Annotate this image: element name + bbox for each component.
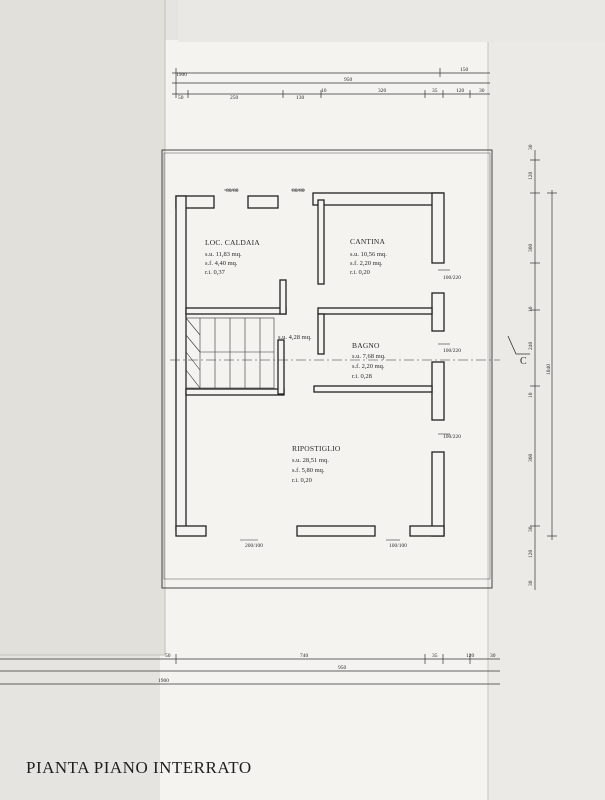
- section-marker: C: [520, 356, 527, 367]
- room-su-disimpegno: s.u. 4,28 mq.: [278, 334, 312, 341]
- dim-top-320: 320: [378, 88, 387, 94]
- room-ri-ripostiglio: r.i. 0,20: [292, 477, 312, 484]
- svg-text:30: 30: [528, 580, 534, 586]
- dim-bottom-1900: 1900: [158, 678, 169, 684]
- opening-1: 80/80: [226, 188, 239, 194]
- dim-1900-top: 1900: [176, 72, 187, 78]
- section-arrow-icon: [507, 335, 530, 355]
- dim-bottom-740: 740: [300, 653, 309, 659]
- room-su-caldaia: s.u. 11,83 mq.: [205, 251, 242, 258]
- svg-text:30: 30: [528, 144, 534, 150]
- bottom-dimension-lines: [0, 654, 500, 685]
- opening-6: 200/100: [245, 543, 263, 549]
- opening-7: 100/100: [389, 543, 407, 549]
- room-sf-cantina: s.f. 2,20 mq.: [350, 260, 383, 267]
- dim-top-30: 30: [479, 88, 485, 94]
- dim-top-130: 130: [296, 95, 305, 101]
- right-sheet-fold: [488, 40, 605, 800]
- svg-text:240: 240: [528, 342, 534, 351]
- svg-text:300: 300: [528, 244, 534, 253]
- room-ri-caldaia: r.i. 0,37: [205, 269, 226, 276]
- dim-bottom-30: 30: [490, 653, 496, 659]
- svg-text:1040: 1040: [546, 364, 552, 375]
- svg-text:120: 120: [528, 550, 534, 559]
- room-ri-bagno: r.i. 0,28: [352, 373, 372, 380]
- svg-text:10: 10: [528, 392, 534, 398]
- svg-text:120: 120: [528, 172, 534, 181]
- dim-top-50: 50: [178, 95, 184, 101]
- plan-title: PIANTA PIANO INTERRATO: [26, 758, 252, 777]
- opening-5: 100/220: [443, 434, 461, 440]
- plan-frame-outer: [161, 149, 493, 589]
- room-name-bagno: BAGNO: [352, 341, 380, 350]
- dim-top-35: 35: [432, 88, 438, 94]
- svg-text:30: 30: [528, 526, 534, 532]
- dim-150-top: 150: [460, 67, 469, 73]
- room-su-cantina: s.u. 10,56 mq.: [350, 251, 387, 258]
- dim-950-top: 950: [344, 77, 353, 83]
- room-ri-cantina: r.i. 0,20: [350, 269, 370, 276]
- dim-bottom-950: 950: [338, 665, 347, 671]
- dim-top-10: 10: [321, 88, 327, 94]
- dim-top-250: 250: [230, 95, 239, 101]
- room-su-ripostiglio: s.u. 28,51 mq.: [292, 457, 329, 464]
- right-dimension-labels: 30 120 300 10 240 10 360 30 120 30 1040: [528, 144, 552, 586]
- dim-bottom-50: 50: [165, 653, 171, 659]
- top-dimension-lines: [172, 68, 490, 98]
- room-sf-ripostiglio: s.f. 5,80 mq.: [292, 467, 325, 474]
- room-sf-caldaia: s.f. 4,40 mq.: [205, 260, 238, 267]
- room-su-bagno: s.u. 7,68 mq.: [352, 353, 386, 360]
- overlay-sheet: [0, 0, 165, 655]
- room-name-ripostiglio: RIPOSTIGLIO: [292, 444, 341, 453]
- room-name-cantina: CANTINA: [350, 237, 386, 246]
- room-name-caldaia: LOC. CALDAIA: [205, 238, 260, 247]
- opening-4: 100/220: [443, 348, 461, 354]
- right-dimension-lines: [530, 150, 557, 590]
- window-marks: [224, 189, 450, 541]
- stairs: [185, 317, 275, 389]
- svg-text:10: 10: [528, 306, 534, 312]
- walls: [175, 192, 445, 537]
- dim-top-120: 120: [456, 88, 465, 94]
- opening-3: 100/220: [443, 275, 461, 281]
- room-sf-bagno: s.f. 2,20 mq.: [352, 363, 385, 370]
- dim-bottom-35: 35: [432, 653, 438, 659]
- opening-2: 80/80: [292, 188, 305, 194]
- svg-text:360: 360: [528, 454, 534, 463]
- plan-frame-inner: [163, 152, 491, 580]
- dim-bottom-120: 120: [466, 653, 475, 659]
